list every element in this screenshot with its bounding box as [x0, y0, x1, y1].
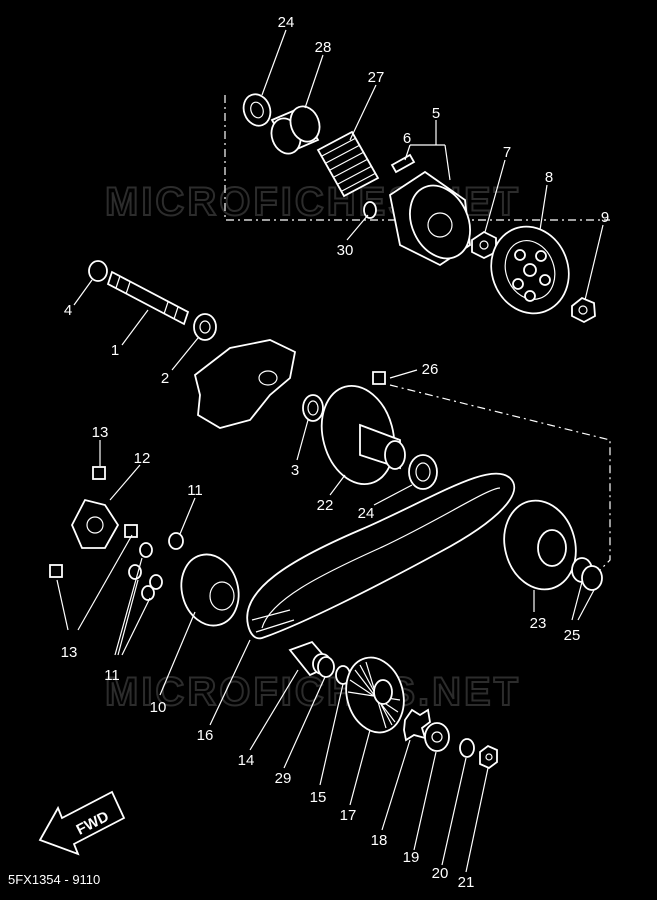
- callout-11-bottom: 11: [104, 667, 120, 684]
- callout-6: 6: [403, 130, 411, 147]
- diagram-code: 5FX1354 - 9110: [8, 872, 100, 887]
- part-29-washer: [317, 656, 335, 678]
- part-26-bolt: [372, 371, 386, 385]
- callout-25: 25: [564, 627, 581, 644]
- callout-19: 19: [403, 849, 420, 866]
- part-9-nut: [571, 296, 596, 324]
- callout-11-top: 11: [187, 482, 203, 499]
- callout-24-lower: 24: [358, 505, 375, 522]
- callout-22: 22: [317, 497, 334, 514]
- part-7-nut: [471, 230, 497, 260]
- callout-12: 12: [134, 450, 151, 467]
- part-11-rollers: [128, 532, 184, 601]
- part-20-washer: [459, 738, 475, 758]
- part-13-slider-left: [49, 564, 63, 578]
- callout-27: 27: [368, 69, 385, 86]
- callout-16: 16: [197, 727, 214, 744]
- part-19-cam: [424, 722, 450, 752]
- callout-7: 7: [503, 144, 511, 161]
- callout-2: 2: [161, 370, 169, 387]
- callout-20: 20: [432, 865, 449, 882]
- callout-4: 4: [64, 302, 72, 319]
- callout-15: 15: [310, 789, 327, 806]
- part-13-slider-top: [92, 466, 106, 480]
- part-22-sliding-sheave: [320, 384, 406, 486]
- callout-10: 10: [150, 699, 167, 716]
- part-1-shaft: [106, 270, 190, 326]
- callout-13-top: 13: [92, 424, 109, 441]
- part-18-spider: [403, 708, 431, 742]
- part-27-spring: [316, 130, 380, 198]
- callout-28: 28: [315, 39, 332, 56]
- callout-18: 18: [371, 832, 388, 849]
- part-16-v-belt: [246, 472, 516, 640]
- callout-14: 14: [238, 752, 255, 769]
- callout-26: 26: [422, 361, 439, 378]
- callout-24: 24: [278, 14, 295, 31]
- callout-13-bottom: 13: [61, 644, 78, 661]
- part-3-washer: [302, 394, 324, 422]
- callout-9: 9: [601, 209, 609, 226]
- callout-30: 30: [337, 242, 354, 259]
- part-12-cam: [71, 498, 120, 549]
- part-30-washer: [363, 201, 377, 219]
- part-8-clutch-housing: [490, 225, 570, 315]
- callout-21: 21: [458, 874, 475, 891]
- part-10-primary-sliding-sheave: [180, 553, 240, 627]
- part-13-slider-right: [124, 524, 138, 538]
- callout-29: 29: [275, 770, 292, 787]
- part-5-clutch-carrier: [388, 170, 471, 267]
- part-28-collar: [270, 105, 321, 155]
- part-4-bearing: [88, 260, 108, 282]
- part-23-secondary-sheave: [503, 499, 577, 591]
- part-25-o-rings: [571, 557, 603, 591]
- callout-3: 3: [291, 462, 299, 479]
- part-24-seal-top: [242, 93, 272, 127]
- callout-1: 1: [111, 342, 119, 359]
- part-24-seal-bottom: [408, 454, 438, 490]
- part-2-bearing: [193, 313, 217, 341]
- assembly-boundary-line: [224, 95, 610, 221]
- callout-8: 8: [545, 169, 553, 186]
- callout-labels: 24 28 27 5 6 7 8 9 30 4 1 2 26 3 22 24 1…: [61, 14, 610, 891]
- transmission-case-cover: [193, 339, 297, 429]
- callout-23: 23: [530, 615, 547, 632]
- leader-lines: [56, 29, 604, 873]
- callout-5: 5: [432, 105, 440, 122]
- part-17-fan-sheave: [345, 656, 405, 734]
- callout-17: 17: [340, 807, 357, 824]
- part-6-pin: [390, 153, 416, 174]
- part-21-nut: [479, 744, 498, 770]
- fwd-arrow-icon: FWD: [38, 790, 126, 856]
